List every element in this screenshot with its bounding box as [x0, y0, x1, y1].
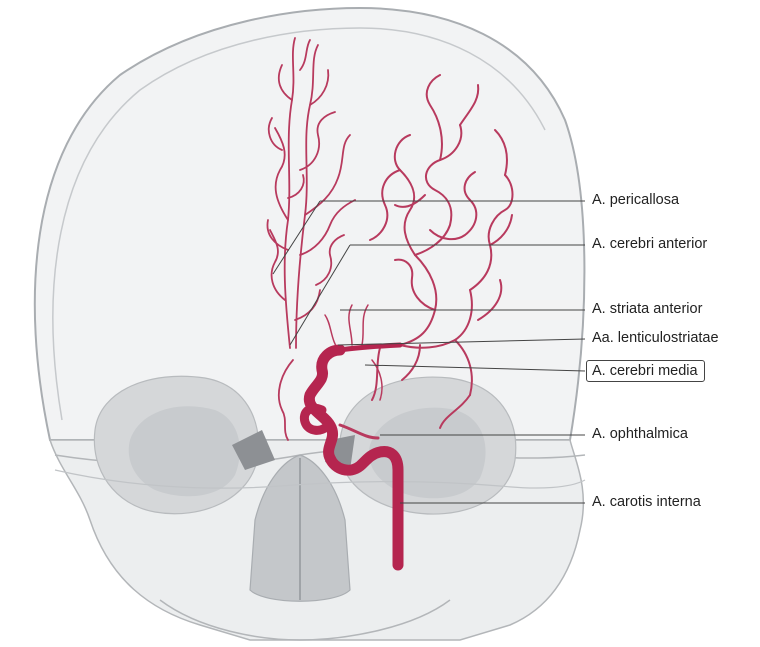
left-orbit-inner [129, 406, 240, 496]
label-lenticulostriatae: Aa. lenticulostriatae [592, 329, 719, 347]
label-cerebri-anterior: A. cerebri anterior [592, 235, 707, 253]
label-ophthalmica: A. ophthalmica [592, 425, 688, 443]
label-striata-anterior: A. striata anterior [592, 300, 702, 318]
cranium-outline [35, 8, 585, 440]
label-pericallosa: A. pericallosa [592, 191, 679, 209]
label-cerebri-media: A. cerebri media [586, 360, 705, 382]
label-carotis-interna: A. carotis interna [592, 493, 701, 511]
